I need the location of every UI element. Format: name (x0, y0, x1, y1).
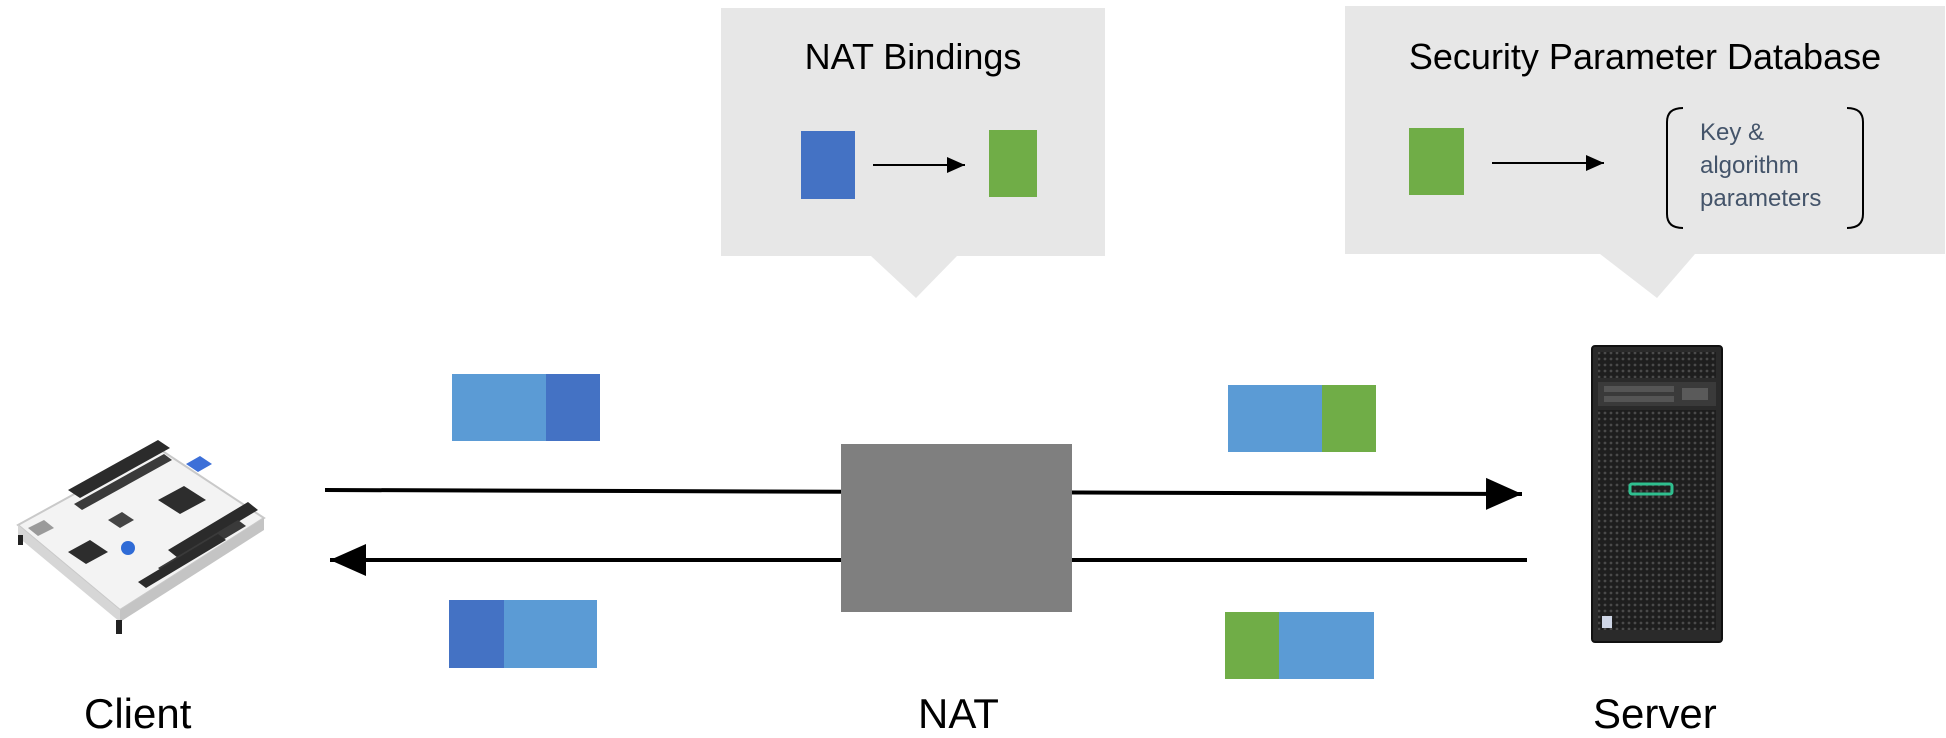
packet-nat-port (1225, 612, 1279, 679)
binding-client-port (801, 131, 855, 199)
packet-client-port (546, 374, 600, 441)
packet-payload (1228, 385, 1322, 452)
spd-entry-line-1: Key & (1700, 119, 1765, 146)
binding-arrow (873, 157, 965, 173)
nat-device (841, 444, 1072, 612)
tower-server-icon (1591, 345, 1723, 643)
packet-client-port (449, 600, 504, 668)
packet-inbound-client (449, 600, 597, 668)
server-label: Server (1593, 690, 1717, 737)
spd-entry-text: Key & algorithm parameters (1700, 116, 1821, 215)
spd-entry-brackets (1666, 107, 1864, 229)
spd-entry-line-3: parameters (1700, 185, 1822, 212)
packet-payload (1279, 612, 1374, 679)
microcontroller-board-icon (16, 440, 266, 634)
spd-callout: Security Parameter Database Key & algori… (1345, 6, 1945, 298)
nat-bindings-title: NAT Bindings (804, 36, 1022, 77)
spd-title: Security Parameter Database (1408, 36, 1882, 77)
binding-nat-port (989, 130, 1037, 197)
packet-payload (504, 600, 597, 668)
spd-nat-port (1409, 128, 1464, 195)
packet-nat-port (1322, 385, 1376, 452)
spd-arrow (1492, 155, 1604, 171)
packet-payload (452, 374, 546, 441)
client-label: Client (84, 690, 192, 737)
nat-bindings-callout: NAT Bindings (721, 8, 1105, 298)
packet-outbound-client (452, 374, 600, 441)
packet-inbound-nat (1225, 612, 1374, 679)
packet-outbound-nat (1228, 385, 1376, 452)
nat-label: NAT (918, 690, 999, 737)
spd-entry-line-2: algorithm (1700, 152, 1799, 179)
